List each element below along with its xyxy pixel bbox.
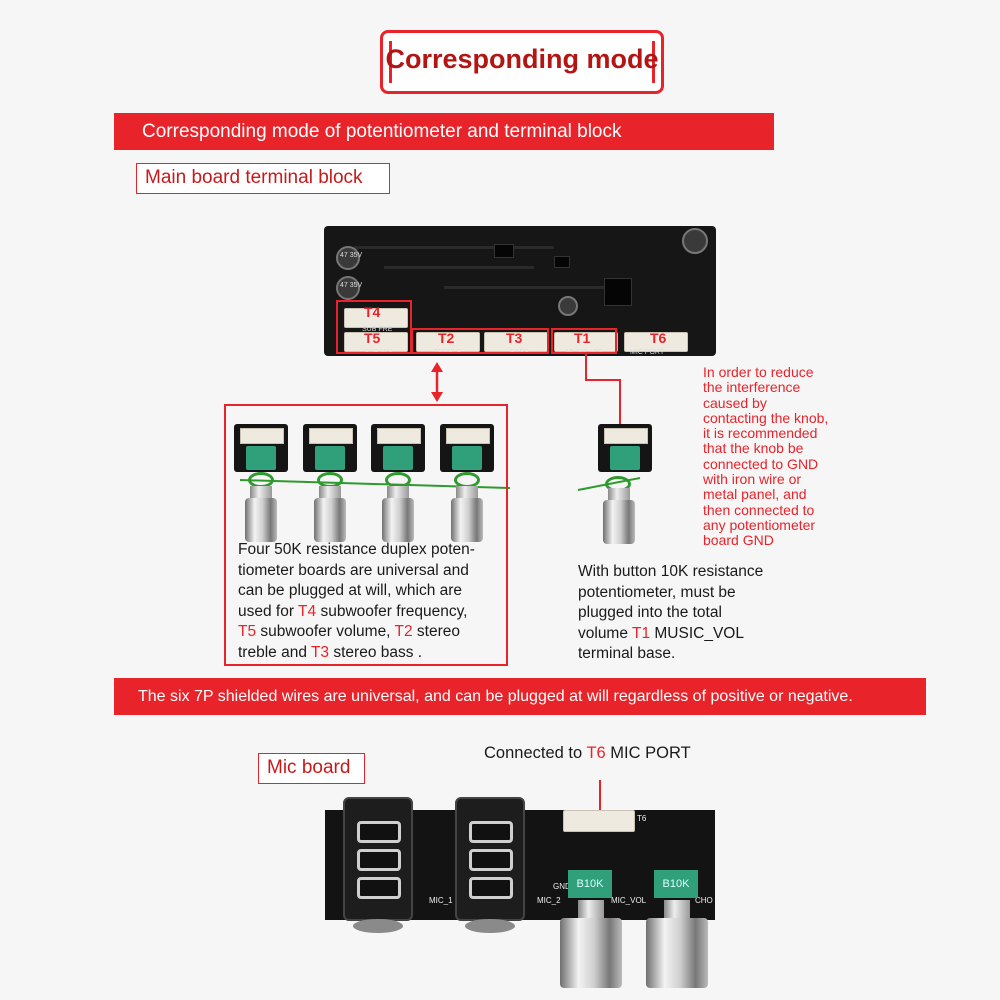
mic-t6-connector [563,810,635,832]
page-title: Corresponding mode [385,44,659,74]
mic-jack-2 [455,797,525,933]
knob-3 [382,498,414,542]
pot-board-2 [303,424,357,472]
mic-pot-1: B10K [568,870,612,898]
knob-t1 [603,500,635,544]
pot-board-4 [440,424,494,472]
arrow-up-icon [431,362,443,372]
terminal-t4-label: T4 [364,304,381,320]
arrow-down-icon [431,392,443,402]
terminal-t5 [344,332,408,352]
cap-silk-2: 47 35V [340,282,363,289]
knob-4 [451,498,483,542]
mic-connect-text: Connected to T6 MIC PORT [484,744,691,762]
terminal-t1 [554,332,618,352]
main-board-label: Main board terminal block [136,163,390,194]
mic-pot-2: B10K [654,870,698,898]
terminal-t6-silk: MIC PORT [630,349,665,356]
mic-knob-1 [560,918,622,988]
terminal-t6-label: T6 [650,330,667,346]
terminal-t2 [416,332,480,352]
right-description: With button 10K resistance potentiometer… [578,563,764,663]
t2-t3-highlight [411,328,549,354]
t1-highlight [551,328,617,354]
terminal-t4-silk: SUB FRE [362,326,393,333]
title-frame [380,30,664,94]
terminal-t1-label: T1 [574,330,591,346]
knob-1 [245,498,277,542]
pot-board-t1 [598,424,652,472]
terminal-t6 [624,332,688,352]
shielded-wire-band: The six 7P shielded wires are universal,… [114,678,926,715]
terminal-t2-label: T2 [438,330,455,346]
pot-group-outline [224,404,508,666]
mic-silk-gnd: GND [553,882,571,891]
section-heading: Corresponding mode of potentiometer and … [114,113,774,150]
knob-2 [314,498,346,542]
pot-board-1 [234,424,288,472]
terminal-t4 [344,308,408,328]
mic-knob-2 [646,918,708,988]
mic-silk-echo: CHO [695,896,713,905]
mic-jack-1 [343,797,413,933]
mic-board-label: Mic board [258,753,365,784]
t1-lead-line [585,354,621,428]
terminal-t3-label: T3 [506,330,523,346]
left-description: Four 50K resistance duplex poten- tiomet… [238,541,475,661]
mic-silk-t6: T6 [637,814,647,823]
mic-silk-mic1: MIC_1 [429,896,453,905]
terminal-t5-label: T5 [364,330,381,346]
mic-silk-mic2: MIC_2 [537,896,561,905]
cap-silk-1: 47 35V [340,252,363,259]
pot-board-3 [371,424,425,472]
main-board-image: 47 35V 47 35V T4 T5 T2 T3 T1 T6 SUB FRE … [324,226,716,356]
mic-silk-micvol: MIC_VOL [611,896,647,905]
t4-t5-highlight [336,300,412,354]
